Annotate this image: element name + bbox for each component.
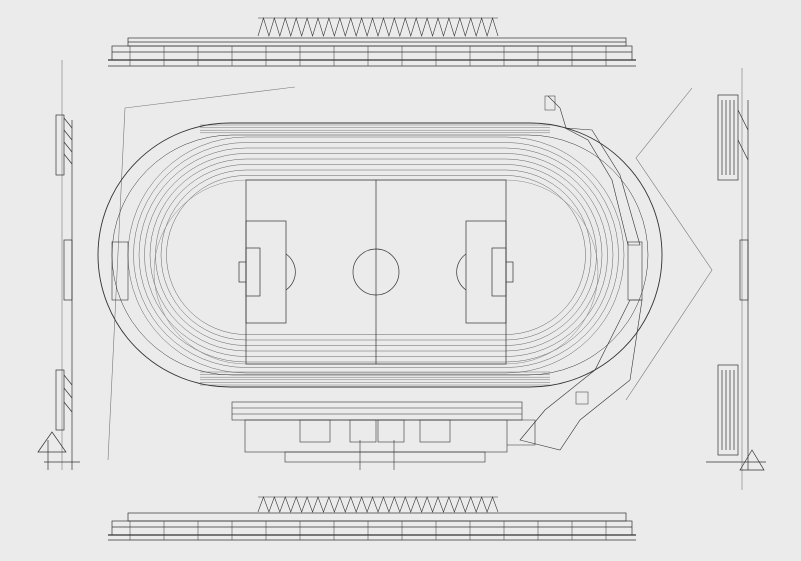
goal-right bbox=[505, 261, 514, 283]
main-stand-annex bbox=[507, 419, 536, 446]
roof-truss-web bbox=[257, 496, 499, 513]
stadium-plan bbox=[97, 95, 663, 470]
football-pitch bbox=[238, 179, 514, 365]
west-stand-upper bbox=[55, 114, 65, 176]
east-stand-lower bbox=[717, 364, 739, 456]
site-boundary-west bbox=[107, 86, 296, 461]
north-elevation bbox=[108, 16, 636, 67]
south-straight-seating bbox=[200, 124, 550, 134]
north-straight-seating bbox=[200, 371, 550, 386]
roof-truss-web bbox=[257, 16, 499, 38]
west-stand-middle bbox=[63, 239, 73, 301]
main-stand-seating bbox=[231, 401, 523, 421]
north-grandstand-body bbox=[111, 45, 633, 61]
penalty-area-right bbox=[465, 220, 507, 324]
goal-area-right bbox=[491, 247, 507, 297]
northeast-stair bbox=[547, 95, 567, 129]
goal-area-left bbox=[245, 247, 261, 297]
east-stand-middle bbox=[739, 239, 749, 301]
room-centre-west bbox=[349, 419, 377, 443]
site-boundary-east bbox=[625, 87, 713, 401]
southeast-grandstand-outline bbox=[519, 299, 643, 451]
south-roof-truss bbox=[257, 496, 499, 513]
main-stand-building bbox=[231, 401, 536, 470]
track-lane bbox=[133, 142, 619, 368]
room-east bbox=[419, 419, 451, 443]
north-roof-truss bbox=[257, 16, 499, 38]
north-elevation-columns bbox=[129, 46, 607, 66]
west-stand-lower bbox=[55, 369, 65, 431]
south-roof-deck bbox=[127, 512, 627, 522]
east-stand-upper bbox=[717, 94, 739, 181]
penalty-arc-left bbox=[285, 253, 296, 291]
west-section-stair bbox=[37, 431, 67, 453]
south-elevation-columns bbox=[129, 521, 607, 540]
southeast-grandstand bbox=[519, 299, 643, 451]
site-boundary bbox=[107, 86, 713, 461]
northeast-grandstand bbox=[544, 95, 641, 246]
east-section bbox=[706, 68, 766, 490]
penalty-arc-right bbox=[456, 253, 467, 291]
south-grandstand-body bbox=[111, 520, 633, 536]
track-lane bbox=[127, 136, 625, 374]
south-elevation bbox=[108, 496, 636, 541]
penalty-area-left bbox=[245, 220, 287, 324]
west-entrance-block bbox=[111, 241, 129, 301]
main-stand-entrance bbox=[284, 451, 486, 463]
room-centre-east bbox=[377, 419, 405, 443]
room-west bbox=[299, 419, 331, 443]
east-entrance-block bbox=[627, 241, 643, 301]
west-section bbox=[37, 60, 80, 470]
stand-inner-edge bbox=[111, 134, 649, 376]
centre-circle bbox=[352, 248, 400, 296]
stand-outer-edge bbox=[97, 122, 663, 388]
east-section-stair bbox=[739, 449, 765, 471]
goal-left bbox=[238, 261, 247, 283]
northeast-grandstand-outline bbox=[564, 127, 641, 246]
